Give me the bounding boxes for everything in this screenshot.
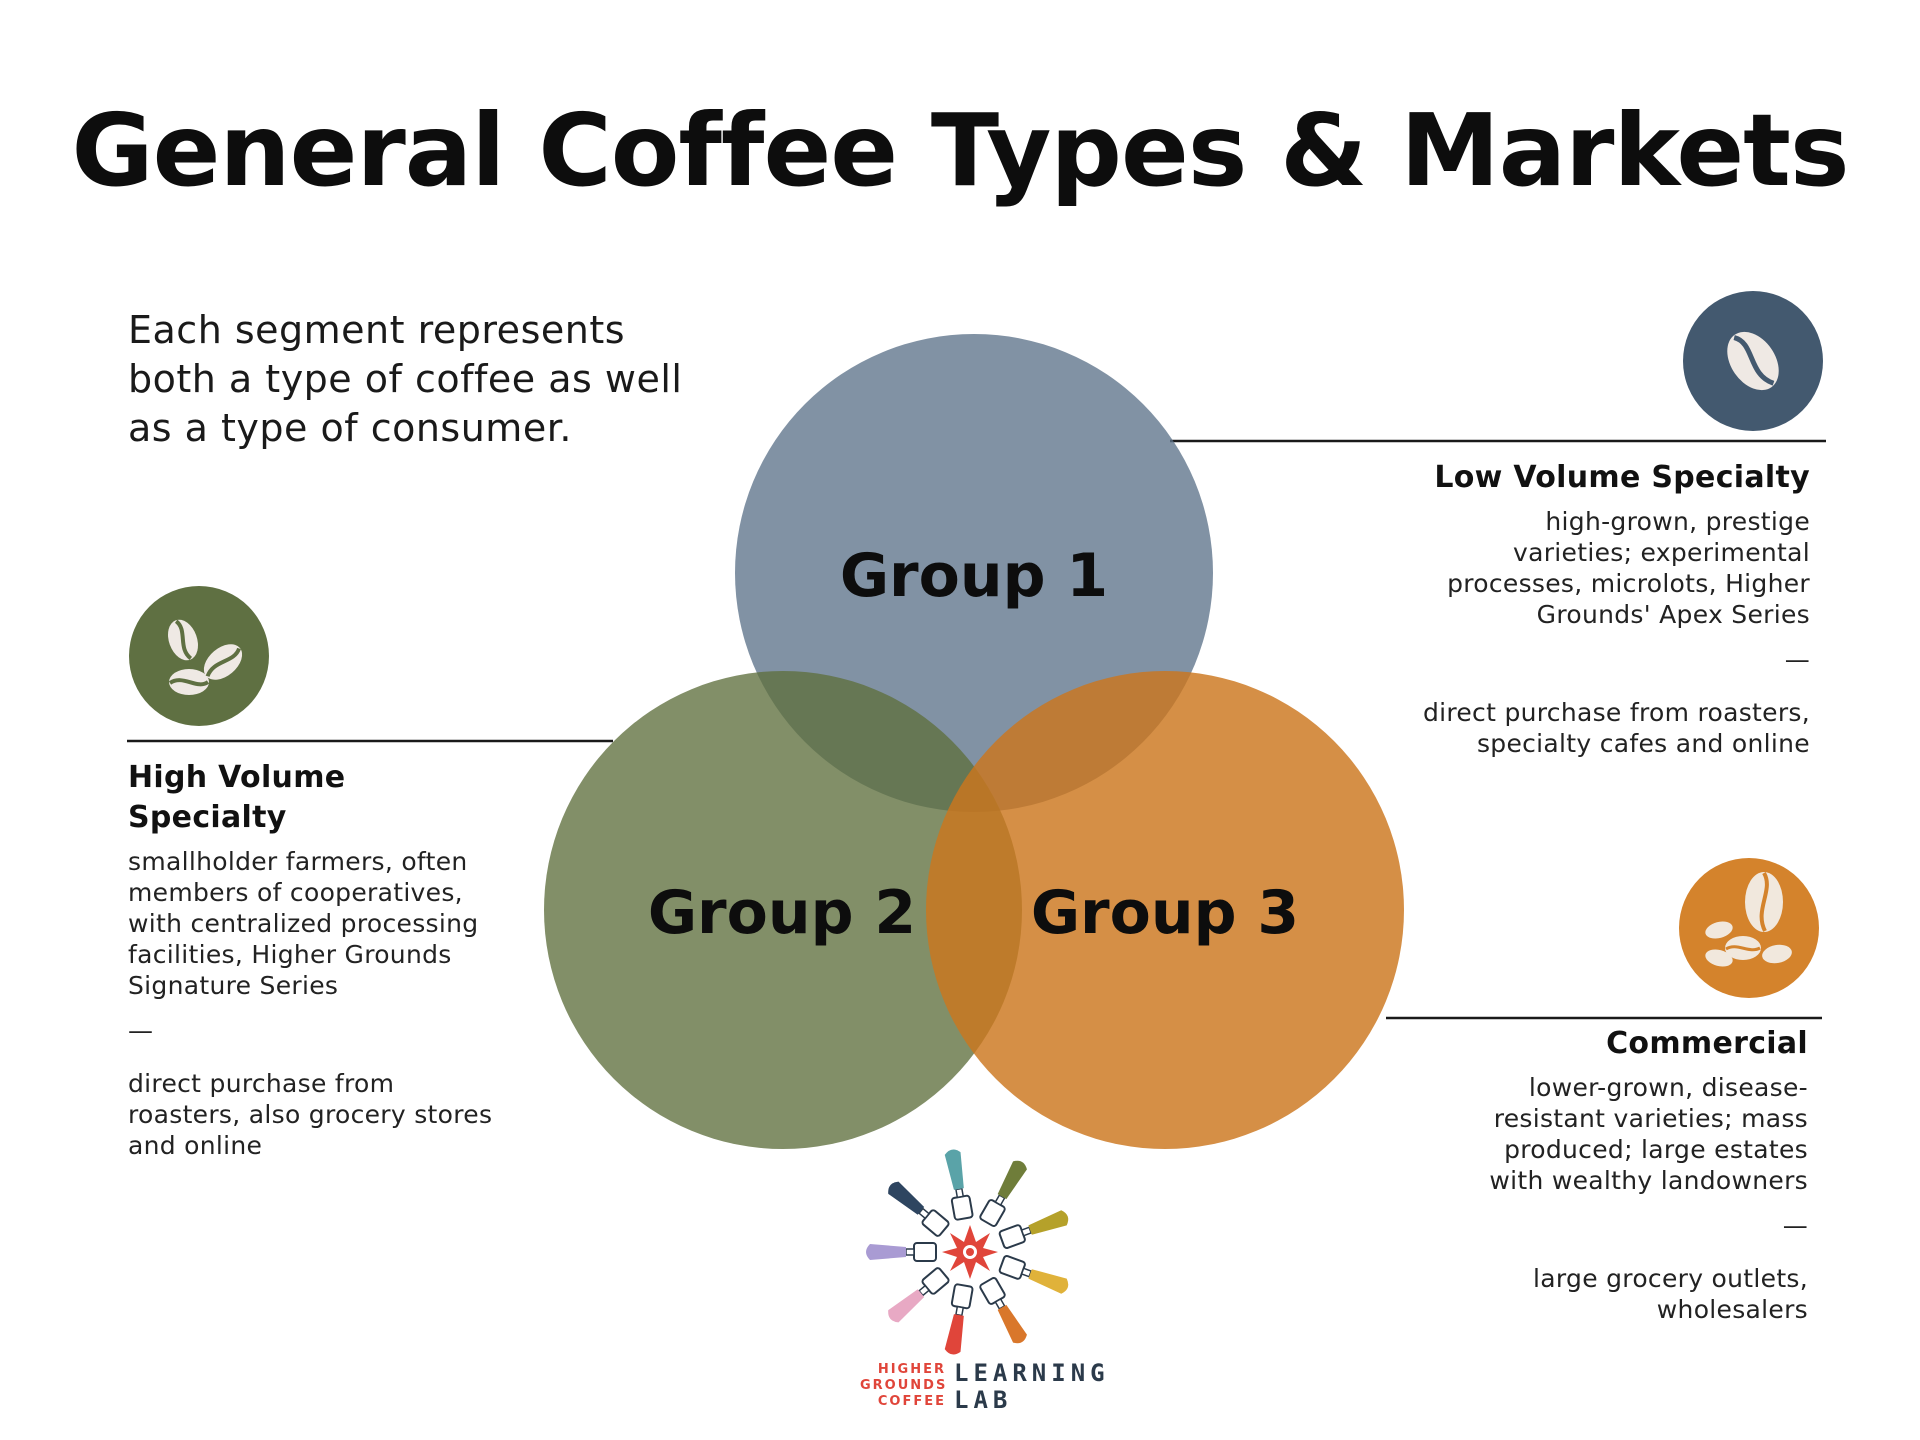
portafilter-spoke — [979, 1277, 1027, 1344]
segment-description: smallholder farmers, often members of co… — [128, 847, 479, 1000]
portafilter-spoke — [888, 1181, 950, 1237]
segment-low-volume-specialty: Low Volume Specialty high-grown, prestig… — [1420, 458, 1810, 759]
group-2-circle — [544, 671, 1022, 1149]
coffee-bean-icon — [1683, 291, 1823, 431]
segment-separator: — — [128, 1016, 154, 1045]
group-2-label: Group 2 — [648, 878, 916, 948]
portafilter-spoke — [979, 1160, 1027, 1227]
logo-brand-text: HIGHER GROUNDS COFFEE — [860, 1362, 946, 1410]
segment-separator: — — [1784, 645, 1810, 674]
portafilter-spoke — [944, 1283, 974, 1355]
logo-line: COFFEE — [877, 1394, 946, 1409]
portafilter-spoke — [944, 1149, 974, 1221]
segment-description: high-grown, prestige varieties; experime… — [1447, 507, 1810, 629]
segment-market: direct purchase from roasters, also groc… — [128, 1069, 493, 1160]
segment-heading: High Volume Specialty — [128, 760, 346, 835]
logo-lab-text: LEARNING LAB — [954, 1360, 1110, 1414]
segment-heading: Low Volume Specialty — [1434, 460, 1810, 495]
logo: HIGHER GROUNDS COFFEE LEARNING LAB — [860, 1360, 1105, 1420]
segment-market: large grocery outlets, wholesalers — [1533, 1264, 1808, 1324]
group-1-label: Group 1 — [840, 541, 1108, 611]
logo-line: LEARNING — [954, 1359, 1110, 1387]
segment-separator: — — [1782, 1211, 1808, 1240]
portafilter-wheel-icon — [866, 1149, 1069, 1355]
page-title: General Coffee Types & Markets — [71, 92, 1850, 209]
portafilter-spoke — [866, 1242, 937, 1262]
segment-heading: Commercial — [1606, 1026, 1808, 1061]
segment-commercial: Commercial lower-grown, disease-resistan… — [1470, 1024, 1808, 1325]
logo-line: HIGHER — [877, 1362, 946, 1377]
segment-description: lower-grown, disease-resistant varieties… — [1489, 1073, 1808, 1195]
intro-text: Each segment represents both a type of c… — [128, 308, 683, 450]
logo-line: GROUNDS — [860, 1378, 948, 1393]
portafilter-spoke — [998, 1210, 1069, 1249]
segment-market: direct purchase from roasters, specialty… — [1422, 698, 1810, 758]
portafilter-spoke — [888, 1267, 950, 1323]
portafilter-spoke — [998, 1255, 1069, 1294]
segment-high-volume-specialty: High Volume Specialty smallholder farmer… — [128, 758, 508, 1161]
logo-line: LAB — [954, 1386, 1013, 1414]
group-3-label: Group 3 — [1031, 878, 1299, 948]
coffee-bean-pile-icon — [1679, 858, 1819, 998]
group-3-circle — [926, 671, 1404, 1149]
coffee-beans-icon — [129, 586, 269, 726]
